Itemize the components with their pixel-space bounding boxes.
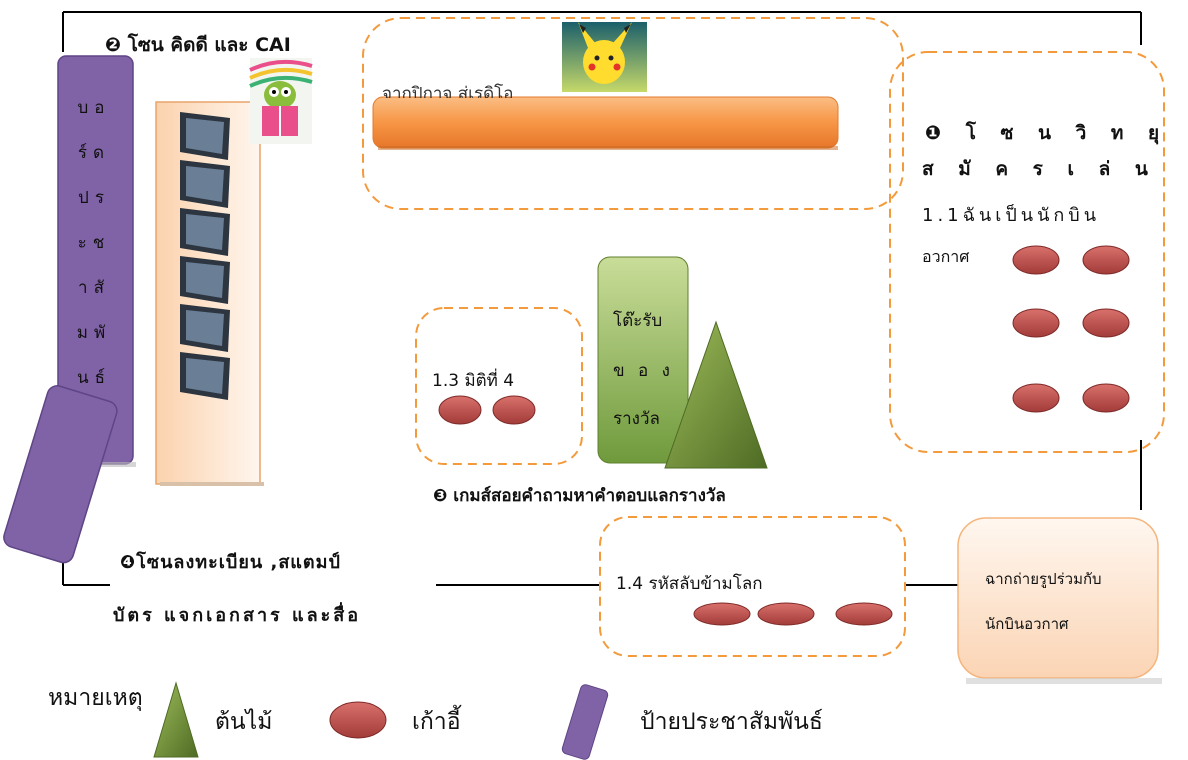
chair-icon — [1012, 245, 1060, 275]
computer-monitor-icon — [180, 160, 230, 208]
chair-icon — [1082, 383, 1130, 413]
legend-chair-label: เก้าอี้ — [412, 709, 461, 735]
promo-sign — [3, 385, 118, 564]
photo-booth — [957, 517, 1159, 679]
stage-bar — [372, 96, 839, 149]
reward-table — [597, 256, 689, 464]
photo-booth-line1: ฉากถ่ายรูปร่วมกับ — [985, 570, 1102, 588]
stage-zone — [362, 17, 904, 210]
stage-label: จากปิกาจู สู่เรดิโอ — [382, 84, 514, 98]
chairs-zone13 — [438, 395, 536, 425]
chair-icon — [1082, 308, 1130, 338]
computer-monitors — [180, 112, 230, 400]
legend-title: หมายเหตุ — [48, 685, 143, 711]
zone1-item-line1: 1.1ฉันเป็นนักบิน — [922, 205, 1101, 226]
legend-tree-label: ต้นไม้ — [215, 709, 273, 735]
legend-sign-label: ป้ายประชาสัมพันธ์ — [640, 709, 823, 735]
computer-monitor-icon — [180, 352, 230, 400]
reward-table-line1: โต๊ะรับ — [613, 311, 663, 331]
zone13 — [415, 307, 583, 465]
zone1-radio — [889, 51, 1165, 453]
computer-monitor-icon — [180, 208, 230, 256]
chair-icon — [1012, 308, 1060, 338]
chair-icon — [757, 602, 815, 626]
computer-monitor-icon — [180, 256, 230, 304]
chair-icon — [693, 602, 751, 626]
computer-monitor-icon — [180, 112, 230, 160]
photo-booth-line2: นักบินอวกาศ — [985, 615, 1069, 633]
pikachu-image — [562, 22, 647, 92]
zone3-title: ❸ เกมส์สอยคำถามหาคำตอบแลกรางวัล — [433, 486, 726, 506]
zone4-title-line1: ❹โซนลงทะเบียน ,สแตมป์ — [120, 552, 341, 573]
chair-icon — [835, 602, 893, 626]
zone13-label: 1.3 มิติที่ 4 — [432, 371, 515, 391]
chairs-zone1 — [1012, 245, 1130, 413]
chairs-zone14 — [693, 602, 893, 626]
zone2-title: ❷ โซน คิดดี และ CAI — [105, 34, 291, 56]
zone14-label: 1.4 รหัสลับข้ามโลก — [616, 574, 763, 594]
tree-icon — [664, 320, 768, 469]
chair-icon — [438, 395, 482, 425]
zone14 — [599, 516, 906, 657]
zone1-item-line2: อวกาศ — [922, 247, 970, 266]
reward-table-line2: ข อ ง — [613, 361, 674, 381]
chair-icon — [492, 395, 536, 425]
legend-sign-icon — [561, 684, 609, 760]
zone1-title-line1: ❶ โ ซ น วิ ท ยุ — [925, 122, 1169, 144]
chair-icon — [1082, 245, 1130, 275]
zone1-title-line2: ส มั ค ร เ ล่ น — [922, 158, 1157, 180]
reward-table-line3: รางวัล — [613, 409, 660, 429]
signboard-label: บอ ร์ด ปร ะช าสั มพั นธ์ — [76, 98, 112, 388]
zone4-title-line2: บัตร แจกเอกสาร และสื่อ — [113, 605, 362, 626]
legend-chair-icon — [329, 701, 387, 739]
legend-tree-icon — [153, 681, 199, 758]
computer-monitor-icon — [180, 304, 230, 352]
chair-icon — [1012, 383, 1060, 413]
cartoon-reader-image — [249, 58, 313, 144]
